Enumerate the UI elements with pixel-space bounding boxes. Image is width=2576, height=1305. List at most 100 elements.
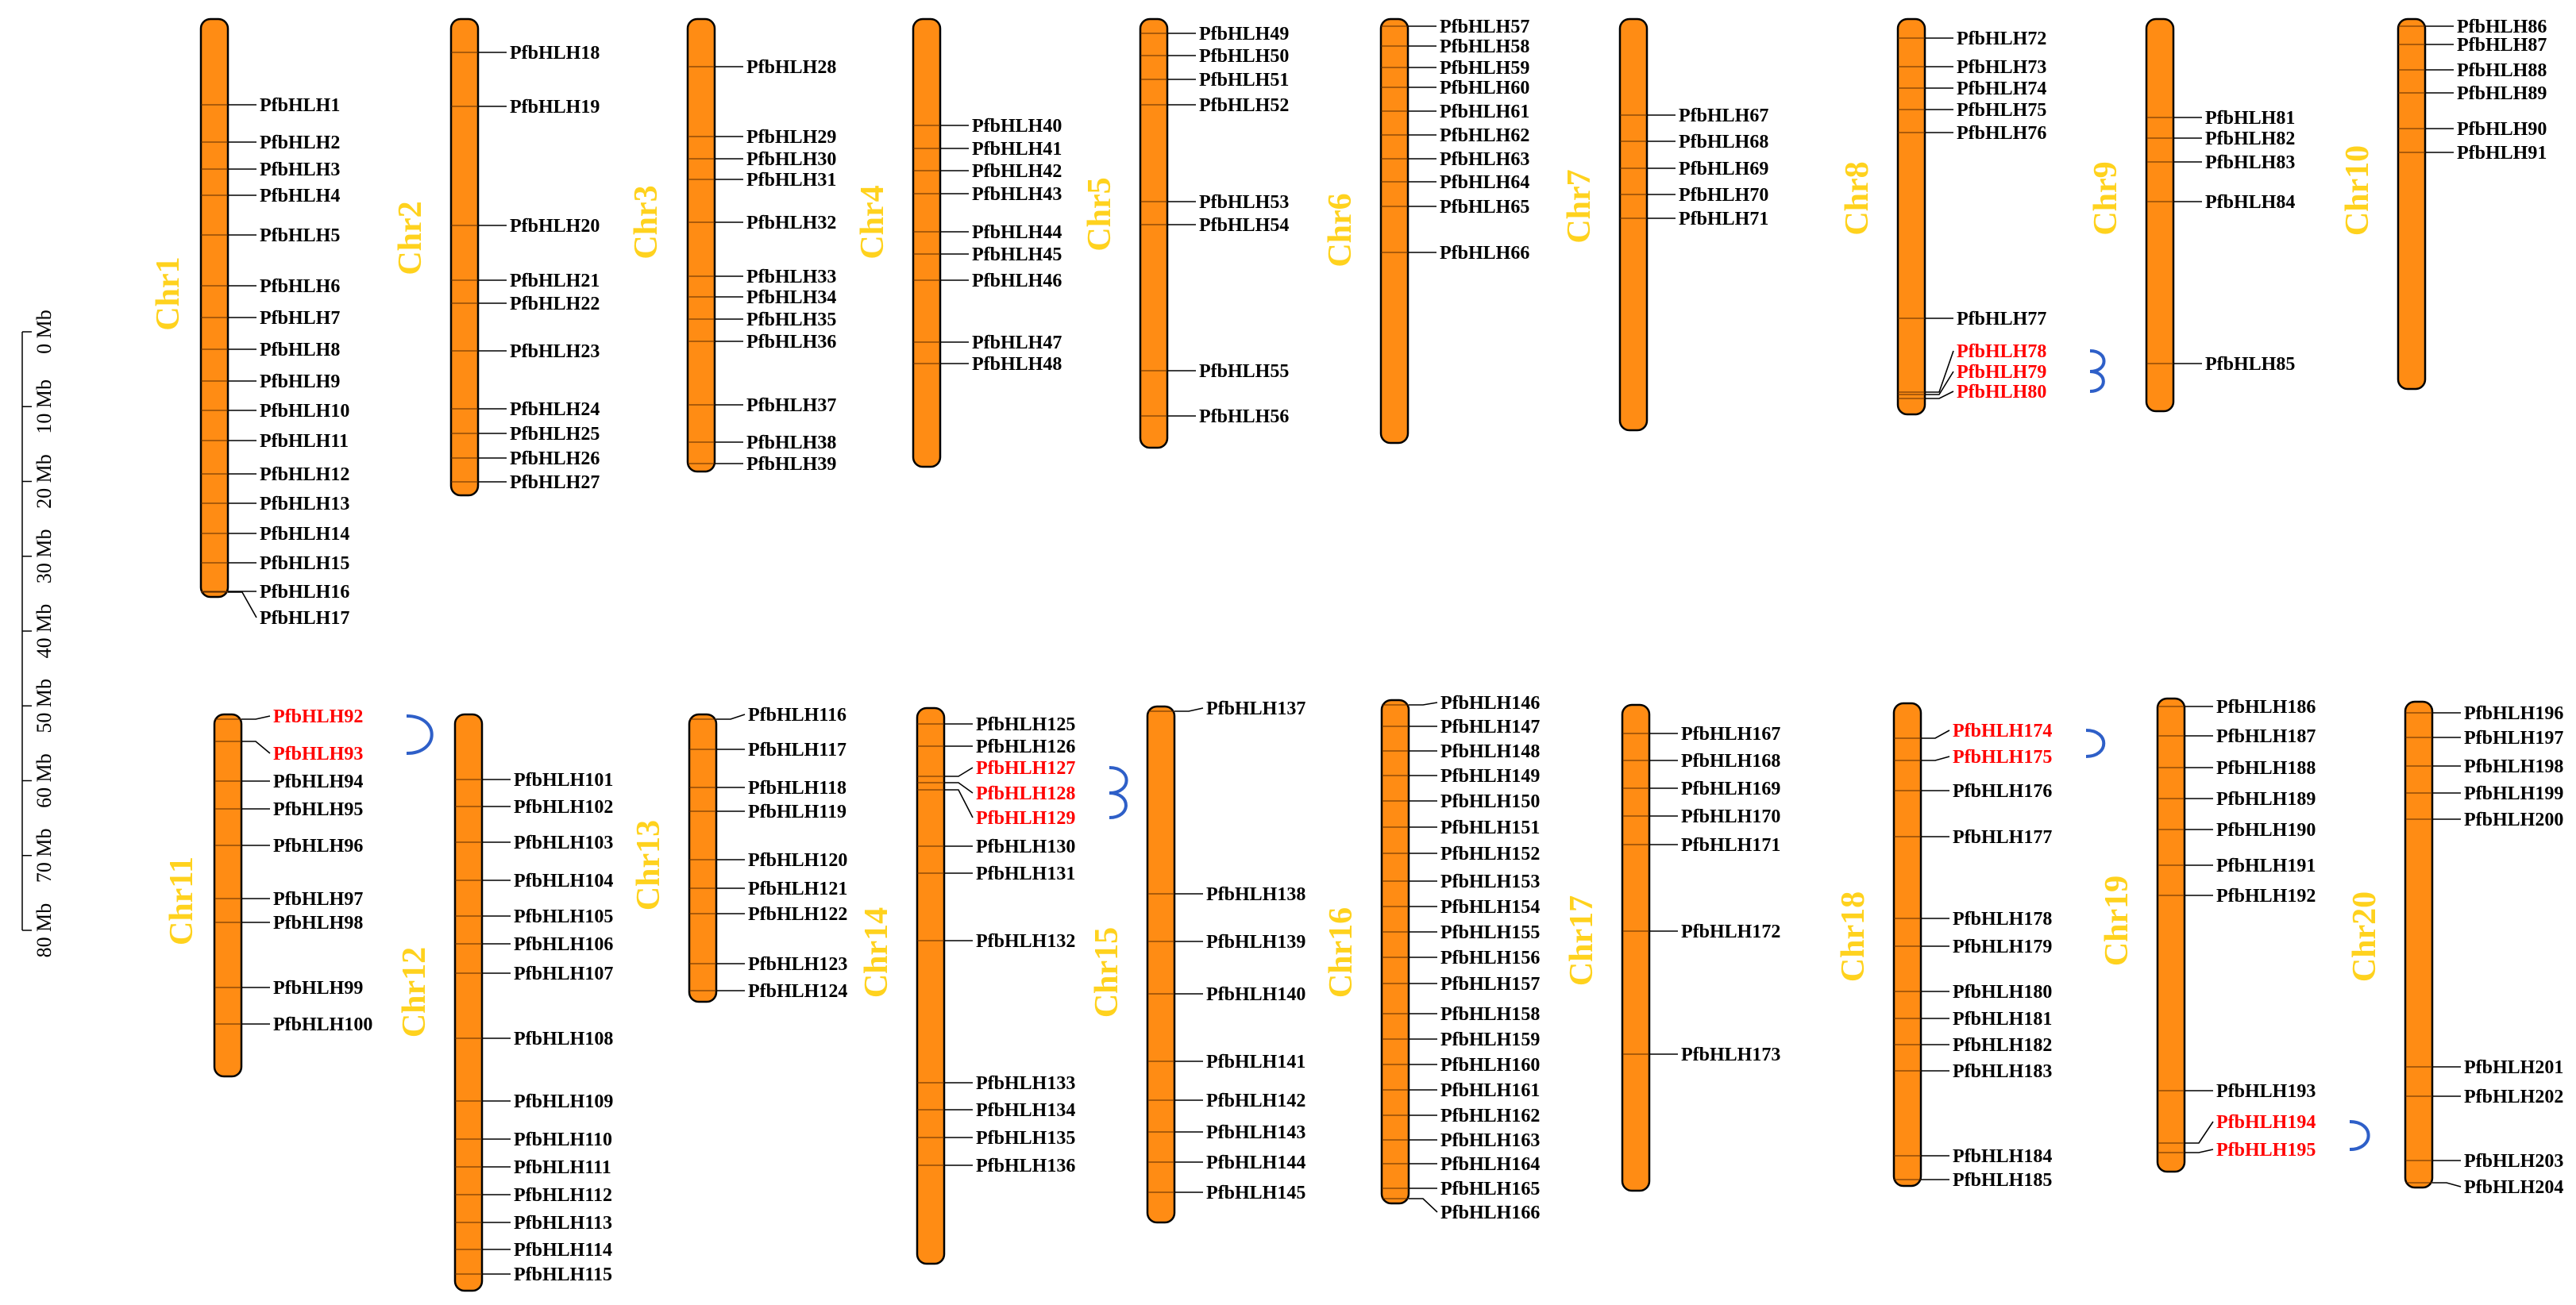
gene-label: PfbHLH194 xyxy=(2216,1112,2316,1133)
gene-label: PfbHLH1 xyxy=(260,95,340,116)
chromosome-chr14: Chr14PfbHLH125PfbHLH126PfbHLH127PfbHLH12… xyxy=(858,706,1075,1265)
gene-label: PfbHLH190 xyxy=(2216,820,2316,841)
gene-label: PfbHLH188 xyxy=(2216,758,2316,779)
chromosome-bar xyxy=(1621,703,1651,1192)
gene-label: PfbHLH196 xyxy=(2464,703,2563,724)
gene-label: PfbHLH107 xyxy=(514,964,613,984)
gene-label: PfbHLH177 xyxy=(1953,827,2052,848)
gene-label: PfbHLH6 xyxy=(260,276,340,297)
tandem-link xyxy=(2089,349,2106,373)
gene-leader xyxy=(2432,1182,2462,1188)
gene-leader xyxy=(944,767,974,777)
gene-label: PfbHLH96 xyxy=(273,836,363,857)
gene-label: PfbHLH48 xyxy=(972,354,1062,375)
gene-label: PfbHLH76 xyxy=(1957,123,2046,144)
gene-label: PfbHLH143 xyxy=(1206,1122,1305,1143)
chromosome-bar xyxy=(199,17,229,599)
gene-leader xyxy=(1925,391,1954,399)
gene-label: PfbHLH179 xyxy=(1953,937,2052,957)
chromosome-label: Chr4 xyxy=(854,185,891,259)
chromosome-bar xyxy=(1896,17,1926,416)
chromosome-label: Chr2 xyxy=(392,201,429,275)
gene-label: PfbHLH75 xyxy=(1957,100,2046,121)
gene-label: PfbHLH115 xyxy=(514,1265,612,1285)
gene-label: PfbHLH40 xyxy=(972,116,1062,137)
gene-label: PfbHLH43 xyxy=(972,184,1062,205)
gene-label: PfbHLH17 xyxy=(260,608,349,629)
gene-label: PfbHLH119 xyxy=(748,802,846,822)
gene-label: PfbHLH44 xyxy=(972,222,1062,243)
gene-label: PfbHLH117 xyxy=(748,740,846,760)
chromosome-chr5: Chr5PfbHLH49PfbHLH50PfbHLH51PfbHLH52PfbH… xyxy=(1082,17,1289,449)
gene-label: PfbHLH181 xyxy=(1953,1009,2052,1030)
gene-label: PfbHLH186 xyxy=(2216,697,2316,718)
gene-label: PfbHLH9 xyxy=(260,371,340,392)
chromosome-bar xyxy=(688,713,718,1003)
gene-leader xyxy=(2185,1149,2214,1153)
gene-label: PfbHLH130 xyxy=(976,837,1075,857)
gene-label: PfbHLH34 xyxy=(746,287,836,308)
gene-label: PfbHLH140 xyxy=(1206,984,1305,1005)
gene-label: PfbHLH154 xyxy=(1440,897,1540,918)
gene-label: PfbHLH129 xyxy=(976,808,1075,829)
gene-label: PfbHLH93 xyxy=(273,744,363,764)
gene-label: PfbHLH92 xyxy=(273,706,363,727)
chromosome-bar xyxy=(1139,17,1169,449)
chromosome-chr6: Chr6PfbHLH57PfbHLH58PfbHLH59PfbHLH60PfbH… xyxy=(1322,17,1529,445)
gene-label: PfbHLH174 xyxy=(1953,721,2052,741)
chromosome-chr8: Chr8PfbHLH72PfbHLH73PfbHLH74PfbHLH75PfbH… xyxy=(1839,17,2046,416)
chromosome-bar xyxy=(912,17,942,468)
gene-leader xyxy=(1174,707,1204,712)
gene-leader xyxy=(1921,729,1950,739)
scale-tick-label: 0 Mb xyxy=(33,310,56,354)
gene-label: PfbHLH7 xyxy=(260,308,340,329)
gene-label: PfbHLH88 xyxy=(2457,60,2547,81)
gene-label: PfbHLH104 xyxy=(514,871,613,891)
gene-label: PfbHLH178 xyxy=(1953,909,2052,930)
gene-leader xyxy=(1925,371,1954,395)
chromosome-chr4: Chr4 PfbHLH40PfbHLH41PfbHLH42PfbHLH43PfbH… xyxy=(854,17,1062,468)
gene-label: PfbHLH2 xyxy=(260,133,340,153)
chromosome-label: Chr10 xyxy=(2339,145,2376,236)
gene-label: PfbHLH63 xyxy=(1440,149,1529,170)
gene-label: PfbHLH67 xyxy=(1679,106,1768,126)
tandem-link xyxy=(1109,766,1128,795)
scale-tick-label: 50 Mb xyxy=(33,679,56,733)
chromosome-bar xyxy=(449,17,480,497)
gene-label: PfbHLH169 xyxy=(1681,779,1780,799)
gene-label: PfbHLH56 xyxy=(1199,406,1289,427)
gene-label: PfbHLH20 xyxy=(510,216,600,237)
gene-label: PfbHLH109 xyxy=(514,1091,613,1112)
gene-label: PfbHLH79 xyxy=(1957,362,2046,383)
gene-label: PfbHLH84 xyxy=(2205,192,2295,213)
gene-label: PfbHLH14 xyxy=(260,524,349,545)
gene-label: PfbHLH42 xyxy=(972,161,1062,182)
chromosome-label: Chr14 xyxy=(858,907,895,998)
gene-label: PfbHLH159 xyxy=(1440,1030,1540,1050)
gene-label: PfbHLH156 xyxy=(1440,948,1540,968)
gene-label: PfbHLH19 xyxy=(510,97,600,117)
gene-label: PfbHLH116 xyxy=(748,705,846,726)
chromosome-chr13: Chr13PfbHLH116PfbHLH117PfbHLH118PfbHLH11… xyxy=(631,705,847,1003)
gene-label: PfbHLH69 xyxy=(1679,159,1768,179)
tandem-link xyxy=(1109,791,1128,819)
gene-label: PfbHLH195 xyxy=(2216,1140,2316,1161)
gene-label: PfbHLH124 xyxy=(748,981,847,1002)
gene-label: PfbHLH189 xyxy=(2216,789,2316,810)
gene-label: PfbHLH39 xyxy=(746,454,836,475)
gene-label: PfbHLH185 xyxy=(1953,1170,2052,1191)
gene-label: PfbHLH153 xyxy=(1440,872,1540,892)
gene-label: PfbHLH108 xyxy=(514,1029,613,1049)
gene-label: PfbHLH135 xyxy=(976,1128,1075,1149)
gene-label: PfbHLH25 xyxy=(510,424,600,445)
chromosome-chr17: Chr17PfbHLH167PfbHLH168PfbHLH169PfbHLH17… xyxy=(1564,703,1780,1192)
gene-label: PfbHLH137 xyxy=(1206,699,1305,719)
gene-label: PfbHLH102 xyxy=(514,797,613,818)
gene-label: PfbHLH197 xyxy=(2464,728,2563,749)
gene-label: PfbHLH41 xyxy=(972,139,1062,160)
scale-tick-label: 20 Mb xyxy=(33,454,56,509)
gene-label: PfbHLH155 xyxy=(1440,922,1540,943)
gene-label: PfbHLH80 xyxy=(1957,382,2046,402)
gene-label: PfbHLH29 xyxy=(746,127,836,148)
